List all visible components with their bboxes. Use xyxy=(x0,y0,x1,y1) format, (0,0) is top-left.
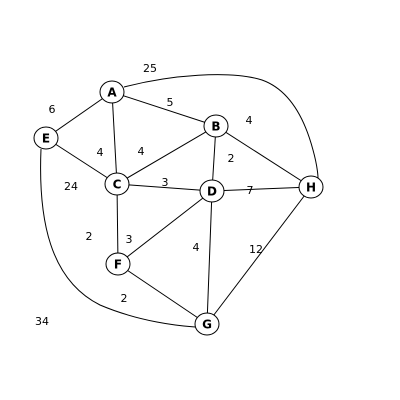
edge-weight-f-g: 2 xyxy=(121,292,128,305)
edge-weight-c-f: 2 xyxy=(86,230,93,243)
node-circle-g xyxy=(194,312,220,336)
edge-weight-b-h: 4 xyxy=(246,114,253,127)
node-label-g: G xyxy=(202,318,212,332)
node-f: F xyxy=(105,252,131,276)
node-circle-d xyxy=(199,179,225,203)
edge-f-d xyxy=(117,190,213,265)
edge-f-g xyxy=(117,263,208,325)
edge-weight-d-h: 7 xyxy=(247,184,254,197)
edge-a-h xyxy=(123,74,319,179)
node-g: G xyxy=(194,312,220,336)
edge-weight-e-g: 34 xyxy=(35,315,49,328)
node-circle-b xyxy=(203,114,229,138)
node-h: H xyxy=(298,175,324,199)
edge-weight-b-c: 4 xyxy=(138,145,145,158)
edge-c-d xyxy=(116,183,213,192)
node-c: C xyxy=(104,172,130,196)
node-a: A xyxy=(99,80,125,104)
node-d: D xyxy=(199,179,225,203)
edge-e-g xyxy=(40,148,196,328)
node-circle-e xyxy=(33,126,59,150)
node-circle-h xyxy=(298,175,324,199)
edge-a-b xyxy=(111,91,217,127)
edge-weight-b-d: 2 xyxy=(228,152,235,165)
edge-weight-e-c: 24 xyxy=(64,180,78,193)
edge-weight-a-c: 4 xyxy=(97,146,104,159)
node-label-h: H xyxy=(306,181,316,195)
edge-d-g xyxy=(206,190,213,325)
edge-weight-a-b: 5 xyxy=(167,96,174,109)
node-label-f: F xyxy=(114,258,122,272)
edge-a-c xyxy=(111,91,118,185)
edge-weight-a-e: 6 xyxy=(49,103,56,116)
node-circle-a xyxy=(99,80,125,104)
edge-h-g xyxy=(206,186,312,325)
edge-c-f xyxy=(116,183,119,265)
node-label-a: A xyxy=(107,86,117,100)
edge-a-e xyxy=(45,91,113,139)
edge-e-c xyxy=(45,137,118,185)
node-e: E xyxy=(33,126,59,150)
edge-weight-f-d: 3 xyxy=(126,233,133,246)
node-circle-f xyxy=(105,252,131,276)
node-label-d: D xyxy=(207,185,217,199)
edge-weight-c-d: 3 xyxy=(162,176,169,189)
edge-d-h xyxy=(211,186,312,192)
edge-b-c xyxy=(116,125,217,185)
edge-weight-h-g: 12 xyxy=(249,243,263,256)
edge-weight-d-g: 4 xyxy=(193,241,200,254)
node-b: B xyxy=(203,114,229,138)
edges-layer xyxy=(40,74,319,328)
node-label-e: E xyxy=(42,132,50,146)
edge-weight-a-h: 25 xyxy=(143,62,157,75)
node-circle-c xyxy=(104,172,130,196)
nodes-layer: A B C D E F G H xyxy=(33,80,324,336)
edge-b-h xyxy=(215,125,312,188)
node-label-b: B xyxy=(211,120,220,134)
node-label-c: C xyxy=(113,178,122,192)
